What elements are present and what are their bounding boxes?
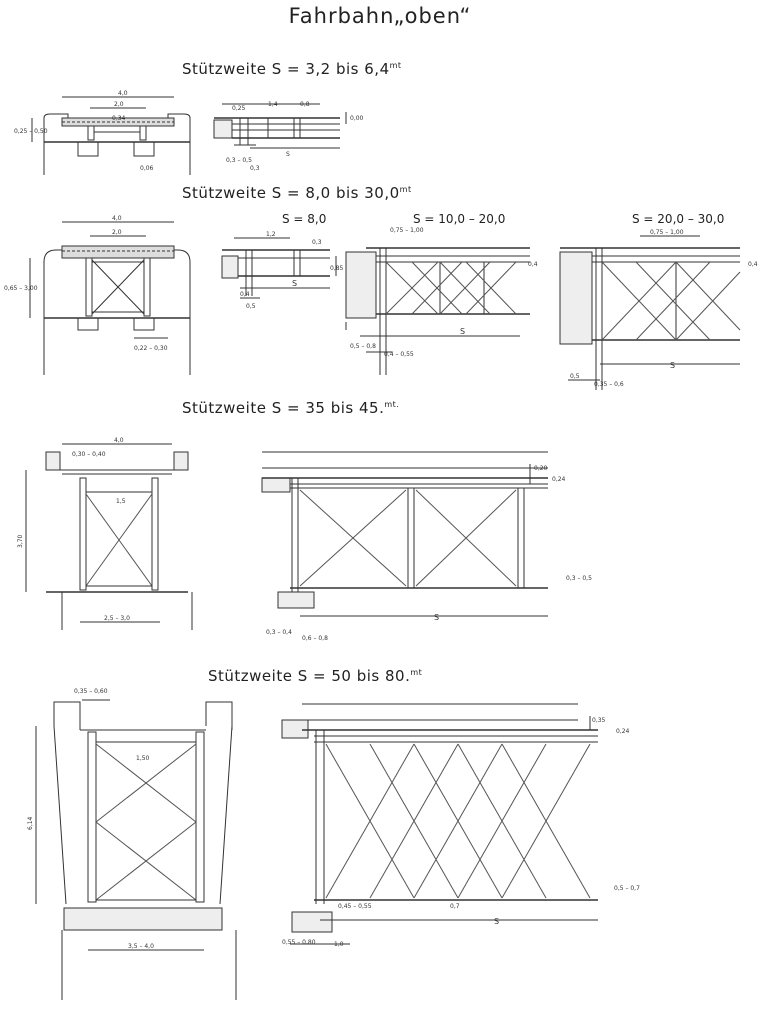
dim-label: 0,6 – 0,8	[302, 635, 328, 642]
section-heading-1: Stützweite S = 3,2 bis 6,4mt	[182, 60, 402, 78]
section-label: Stützweite	[208, 667, 293, 685]
section-label: Stützweite	[182, 60, 267, 78]
dim-label: 0,20	[534, 465, 548, 472]
span-label: S	[292, 279, 297, 288]
dim-label: S	[286, 151, 290, 158]
section-heading-3: Stützweite S = 35 bis 45.mt.	[182, 399, 399, 417]
dim-label: 1,4	[268, 101, 278, 108]
dim-label: 0,55 – 0,80	[282, 939, 316, 946]
dim-label: 0,5	[570, 373, 580, 380]
dim-label: 1,5	[116, 498, 126, 505]
section-unit: mt	[399, 185, 412, 194]
dim-label: 4,0	[112, 215, 122, 222]
dim-label: 0,00	[350, 115, 364, 122]
section-label: Stützweite	[182, 399, 267, 417]
dim-label: 0,4	[528, 261, 538, 268]
dim-label: 0,5 – 0,8	[350, 343, 376, 350]
dim-label: 0,85	[330, 265, 344, 272]
section4-elevation	[281, 703, 598, 945]
dim-label: 0,75 – 1,00	[390, 227, 424, 234]
section2-elevation-s20-30	[559, 235, 741, 390]
dim-label: 0,25 – 0,50	[14, 128, 48, 135]
dim-label: 2,0	[112, 229, 122, 236]
dim-label: 6,14	[27, 816, 34, 830]
section4-cross-section	[35, 699, 237, 1000]
span-label: S	[460, 327, 465, 336]
dim-label: 0,3	[250, 165, 260, 172]
section-formula: S = 3,2 bis 6,4	[271, 60, 390, 78]
dim-label: 0,5 – 0,7	[614, 885, 640, 892]
dim-label: 0,4 – 0,55	[384, 351, 414, 358]
section-unit: mt.	[384, 400, 400, 409]
section-formula: S = 8,0 bis 30,0	[271, 184, 400, 202]
subheading-s8: S = 8,0	[282, 212, 327, 226]
dim-label: 0,22 – 0,30	[134, 345, 168, 352]
dim-label: 0,35	[592, 717, 606, 724]
dim-label: 4,0	[114, 437, 124, 444]
dim-label: 4,0	[118, 90, 128, 97]
section-unit: mt	[410, 668, 423, 677]
dim-label: 0,06	[140, 165, 154, 172]
section-formula: S = 50 bis 80.	[297, 667, 411, 685]
section-formula: S = 35 bis 45.	[271, 399, 385, 417]
section-heading-4: Stützweite S = 50 bis 80.mt	[208, 667, 422, 685]
dim-label: 0,75 – 1,00	[650, 229, 684, 236]
dim-label: 0,3 – 0,5	[566, 575, 592, 582]
dim-label: 0,3 – 0,4	[266, 629, 292, 636]
dim-label: 1,0	[334, 941, 344, 948]
dim-label: 0,3 – 0,5	[226, 157, 252, 164]
span-label: S	[494, 917, 499, 926]
span-label: S	[670, 361, 675, 370]
dim-label: 3,70	[17, 534, 24, 548]
section1-cross-section	[31, 96, 191, 175]
dim-label: 0,45 – 0,55	[338, 903, 372, 910]
dim-label: 0,24	[552, 476, 566, 483]
dim-label: 1,2	[266, 231, 276, 238]
section1-elevation	[213, 103, 347, 149]
dim-label: 0,5	[246, 303, 256, 310]
dim-label: 1,50	[136, 755, 150, 762]
dim-label: 0,3	[312, 239, 322, 246]
dim-label: 0,7	[450, 903, 460, 910]
dim-label: 0,4	[748, 261, 758, 268]
section-unit: mt	[389, 61, 402, 70]
dim-label: 0,24	[616, 728, 630, 735]
section2-cross-section	[29, 221, 191, 375]
span-label: S	[434, 613, 439, 622]
dim-label: 0,4	[240, 291, 250, 298]
dim-label: 0,35 – 0,6	[594, 381, 624, 388]
dim-label: 2,5 – 3,0	[104, 615, 130, 622]
dim-label: 0,25	[232, 105, 246, 112]
section3-elevation	[261, 451, 548, 617]
section2-elevation-s10-20	[345, 247, 530, 375]
drawing-title: Fahrbahn„oben“	[288, 4, 472, 28]
dim-label: 0,35 – 0,60	[74, 688, 108, 695]
section2-elevation-s8	[221, 237, 337, 299]
subheading-s10-20: S = 10,0 – 20,0	[413, 212, 506, 226]
section3-cross-section	[25, 443, 193, 630]
dim-label: 0,8	[300, 101, 310, 108]
dim-label: 3,5 – 4,0	[128, 943, 154, 950]
dim-label: 2,0	[114, 101, 124, 108]
dim-label: 0,30 – 0,40	[72, 451, 106, 458]
dim-label: 0,34	[112, 115, 126, 122]
section-label: Stützweite	[182, 184, 267, 202]
dim-label: 0,65 – 3,00	[4, 285, 38, 292]
subheading-s20-30: S = 20,0 – 30,0	[632, 212, 725, 226]
section-heading-2: Stützweite S = 8,0 bis 30,0mt	[182, 184, 412, 202]
